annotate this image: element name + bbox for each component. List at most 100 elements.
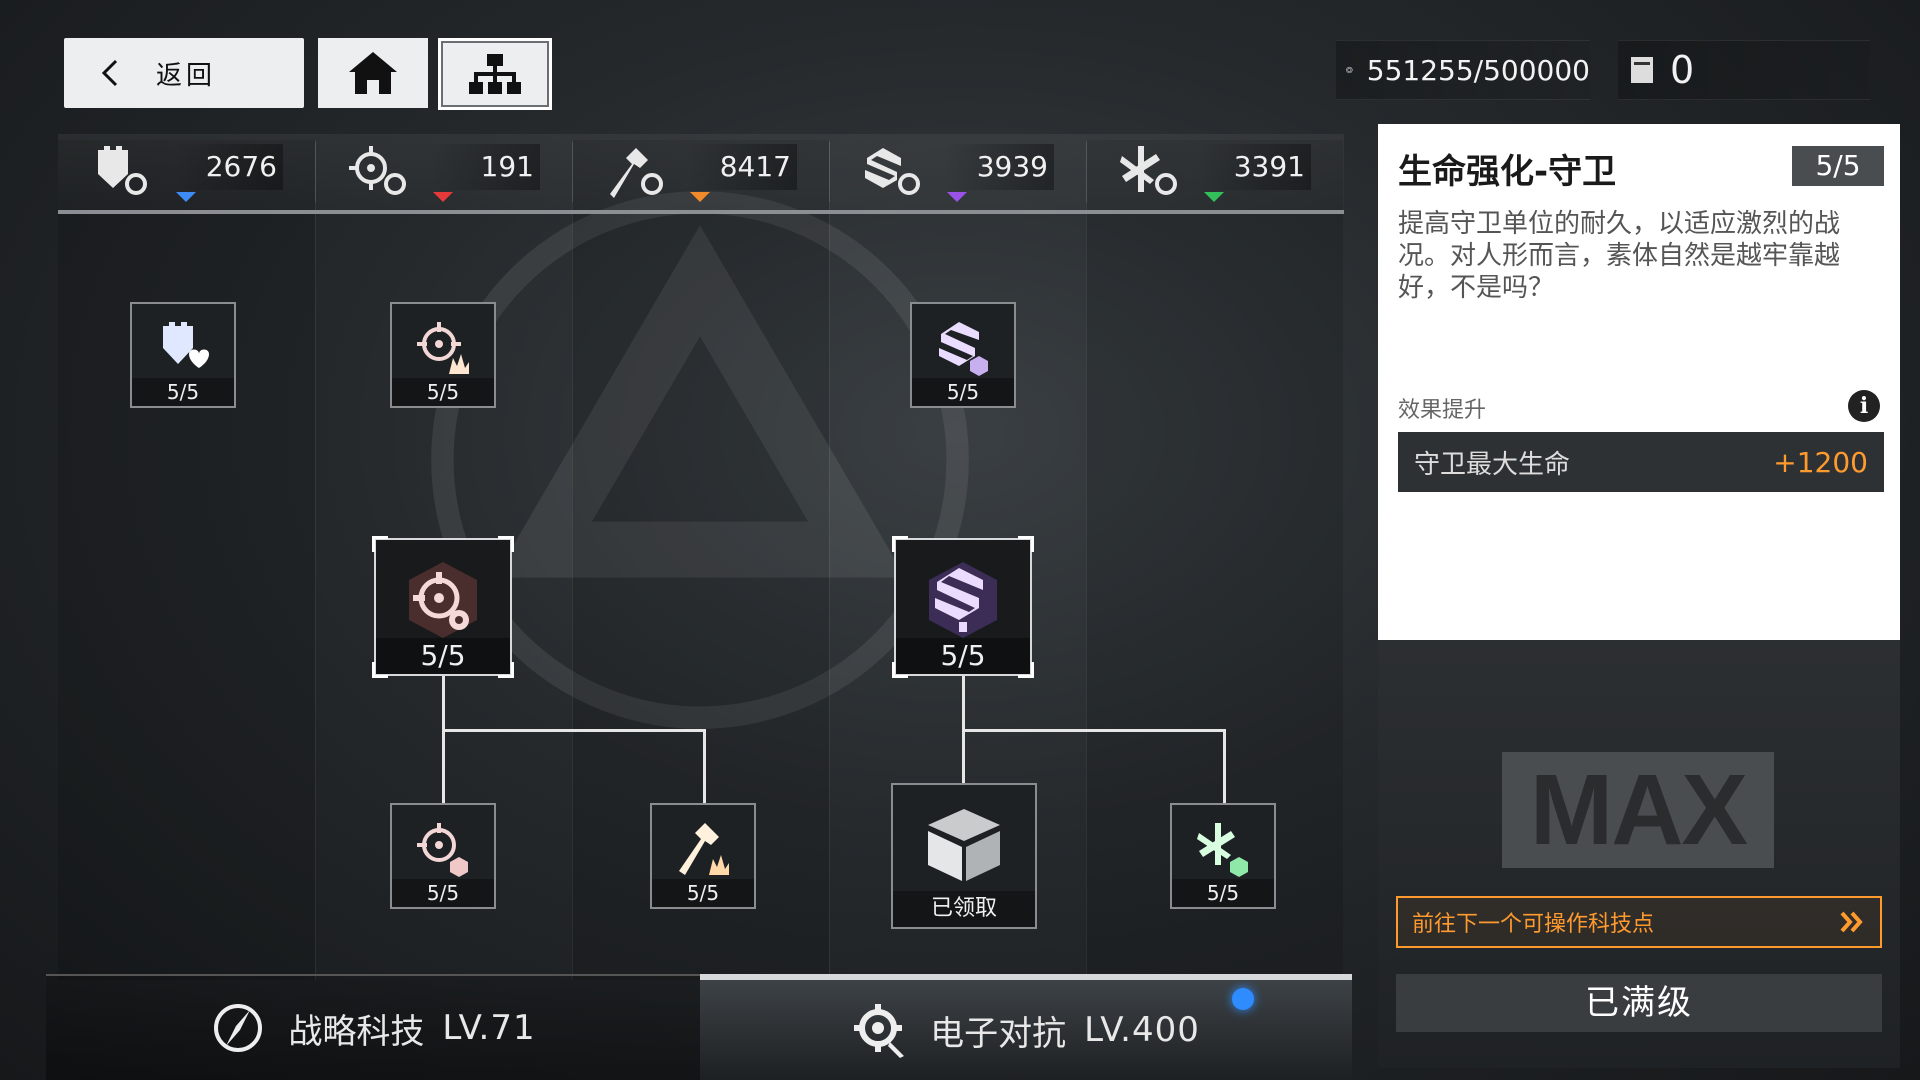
shield-tower-icon bbox=[98, 146, 147, 195]
hammer-fire-icon bbox=[679, 823, 729, 875]
selection-corner bbox=[498, 536, 514, 552]
category-bar: 2676 191 8417 3939 bbox=[58, 134, 1344, 214]
panel-actions: MAX 前往下一个可操作科技点 已满级 bbox=[1378, 640, 1900, 1068]
coin-value: 551255/500000 bbox=[1366, 53, 1590, 87]
info-icon[interactable]: i bbox=[1848, 390, 1880, 422]
tab-strategy-level: LV.71 bbox=[442, 1008, 536, 1048]
home-icon bbox=[349, 52, 397, 94]
effect-row: 守卫最大生命 +1200 bbox=[1398, 432, 1884, 492]
tree-connector bbox=[703, 729, 706, 805]
node-target-big[interactable]: 5/5 bbox=[372, 536, 514, 678]
category-separator bbox=[829, 142, 830, 202]
selection-corner bbox=[498, 662, 514, 678]
s-shield-icon bbox=[865, 148, 920, 195]
tree-connector bbox=[442, 674, 445, 806]
tab-strategy-label: 战略科技 bbox=[288, 1011, 425, 1052]
node-level: 5/5 bbox=[652, 879, 754, 907]
category-marker bbox=[1204, 192, 1224, 202]
back-button[interactable]: 返回 bbox=[64, 38, 304, 108]
tab-ecm[interactable]: 电子对抗 LV.400 bbox=[700, 974, 1352, 1080]
tab-ecm-level: LV.400 bbox=[1084, 1010, 1200, 1050]
s-shield-chevron-icon bbox=[929, 562, 997, 638]
level-badge: 5/5 bbox=[1792, 146, 1884, 186]
node-level: 5/5 bbox=[1172, 879, 1274, 907]
crosshair-hex-icon bbox=[417, 823, 468, 877]
selection-corner bbox=[1018, 536, 1034, 552]
selection-corner bbox=[892, 536, 908, 552]
card-value: 0 bbox=[1670, 48, 1695, 92]
category-separator bbox=[315, 142, 316, 202]
crosshair-gear-icon bbox=[409, 562, 477, 638]
double-chevron-right-icon bbox=[1840, 911, 1863, 933]
category-support[interactable]: 3939 bbox=[829, 134, 1086, 210]
category-value: 8417 bbox=[687, 144, 797, 190]
card-resource: 0 bbox=[1618, 40, 1870, 100]
column-divider bbox=[1086, 140, 1087, 980]
tree-connector bbox=[442, 729, 706, 732]
node-shield-hex[interactable]: 5/5 bbox=[910, 302, 1016, 408]
tree-connector bbox=[1223, 729, 1226, 805]
box-icon bbox=[928, 809, 1000, 881]
node-hammer[interactable]: 5/5 bbox=[650, 803, 756, 909]
coin-icon bbox=[1346, 66, 1353, 74]
category-value: 3391 bbox=[1201, 144, 1311, 190]
category-sniper[interactable]: 191 bbox=[315, 134, 572, 210]
column-divider bbox=[572, 140, 573, 980]
back-label: 返回 bbox=[156, 60, 217, 91]
category-marker bbox=[690, 192, 710, 202]
category-marker bbox=[433, 192, 453, 202]
coin-resource: 551255/500000 bbox=[1336, 40, 1590, 100]
node-target-fire[interactable]: 5/5 bbox=[390, 302, 496, 408]
card-icon bbox=[1631, 57, 1653, 83]
tab-strategy[interactable]: 战略科技 LV.71 bbox=[46, 974, 700, 1080]
category-value: 191 bbox=[430, 144, 540, 190]
selection-corner bbox=[1018, 662, 1034, 678]
notification-dot bbox=[1232, 988, 1254, 1010]
panel-title: 生命强化-守卫 bbox=[1398, 152, 1617, 192]
tree-connector bbox=[962, 729, 1226, 732]
max-mark: MAX bbox=[1502, 752, 1774, 868]
node-level: 5/5 bbox=[912, 378, 1014, 406]
node-reward-box[interactable]: 已领取 bbox=[891, 783, 1037, 929]
effect-label: 效果提升 bbox=[1398, 398, 1487, 423]
node-level: 5/5 bbox=[896, 638, 1030, 674]
compass-icon bbox=[214, 1004, 263, 1052]
panel-description: 提高守卫单位的耐久，以适应激烈的战况。对人形而言，素体自然是越牢靠越好，不是吗？ bbox=[1398, 209, 1841, 303]
detail-panel: 生命强化-守卫 5/5 提高守卫单位的耐久，以适应激烈的战况。对人形而言，素体自… bbox=[1378, 124, 1900, 640]
node-shield-big[interactable]: 5/5 bbox=[892, 536, 1034, 678]
selection-corner bbox=[372, 662, 388, 678]
tree-icon bbox=[469, 54, 521, 94]
hammer-icon bbox=[610, 148, 663, 198]
tech-tree-button[interactable] bbox=[438, 38, 552, 110]
guard-heart-icon bbox=[163, 322, 209, 368]
selection-corner bbox=[372, 536, 388, 552]
node-guard-hp[interactable]: 5/5 bbox=[130, 302, 236, 408]
category-value: 2676 bbox=[173, 144, 283, 190]
home-button[interactable] bbox=[318, 38, 428, 108]
tab-ecm-label: 电子对抗 bbox=[930, 1013, 1067, 1054]
effect-name: 守卫最大生命 bbox=[1414, 449, 1571, 480]
category-guard[interactable]: 2676 bbox=[58, 134, 315, 210]
node-level: 5/5 bbox=[392, 378, 494, 406]
category-separator bbox=[572, 142, 573, 202]
star-burst-hex-icon bbox=[1197, 823, 1248, 877]
crosshair-fire-icon bbox=[417, 322, 469, 374]
category-value: 3939 bbox=[944, 144, 1054, 190]
node-claimed-label: 已领取 bbox=[893, 891, 1035, 927]
node-green-star[interactable]: 5/5 bbox=[1170, 803, 1276, 909]
crosshair-icon bbox=[349, 146, 406, 195]
category-special[interactable]: 3391 bbox=[1086, 134, 1343, 210]
maxed-button[interactable]: 已满级 bbox=[1396, 974, 1882, 1032]
goto-next-button[interactable]: 前往下一个可操作科技点 bbox=[1396, 896, 1882, 948]
node-level: 5/5 bbox=[376, 638, 510, 674]
node-level: 5/5 bbox=[132, 378, 234, 406]
column-band bbox=[58, 140, 315, 980]
node-target-small[interactable]: 5/5 bbox=[390, 803, 496, 909]
star-burst-icon bbox=[1120, 146, 1177, 195]
s-shield-hex-icon bbox=[939, 322, 988, 376]
chevron-left-icon bbox=[101, 59, 118, 87]
gear-search-icon bbox=[854, 1004, 905, 1058]
goto-next-label: 前往下一个可操作科技点 bbox=[1412, 912, 1655, 937]
category-breaker[interactable]: 8417 bbox=[572, 134, 829, 210]
column-divider bbox=[315, 140, 316, 980]
